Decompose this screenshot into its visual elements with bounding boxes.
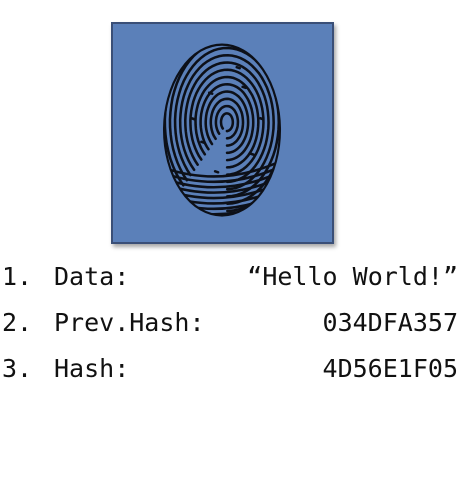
fingerprint-ridge (178, 53, 275, 191)
field-value: “Hello World!” (247, 262, 458, 291)
field-label: Data: (54, 262, 130, 291)
fingerprint-ridge (207, 91, 214, 95)
field-hash: 3. Hash: 4D56E1F05 (2, 354, 458, 400)
fingerprint-ridge (194, 75, 260, 169)
field-label: Hash: (54, 354, 130, 383)
fingerprint-background (113, 24, 332, 242)
field-number: 2. (2, 308, 33, 337)
fingerprint-ridge (241, 85, 247, 90)
field-number: 3. (2, 354, 33, 383)
field-label: Prev.Hash: (54, 308, 205, 337)
fingerprint-ridge (209, 97, 245, 147)
fingerprint-ridge (214, 104, 240, 140)
field-prev-hash: 2. Prev.Hash: 034DFA357 (2, 308, 458, 354)
fingerprint-ridge (189, 68, 265, 176)
field-number: 1. (2, 262, 33, 291)
field-data: 1. Data: “Hello World!” (2, 262, 458, 308)
fingerprint-icon (113, 24, 332, 242)
fingerprint-ridge (259, 116, 265, 121)
fingerprint-card (111, 22, 334, 244)
fingerprint-ridge (213, 170, 220, 174)
field-value: 4D56E1F05 (322, 354, 458, 383)
fingerprint-ridge (184, 61, 270, 184)
fingerprint-ridge (204, 90, 250, 155)
fingerprint-ridge (219, 112, 235, 133)
fingerprint-ridge (249, 152, 255, 156)
block-field-list: 1. Data: “Hello World!” 2. Prev.Hash: 03… (2, 262, 458, 400)
fingerprint-outline (162, 43, 282, 217)
fingerprint-ridge (235, 65, 241, 70)
field-value: 034DFA357 (322, 308, 458, 337)
fingerprint-ridge (199, 83, 255, 162)
fingerprint-ridge (190, 116, 196, 121)
fingerprint-ridge (200, 140, 206, 145)
